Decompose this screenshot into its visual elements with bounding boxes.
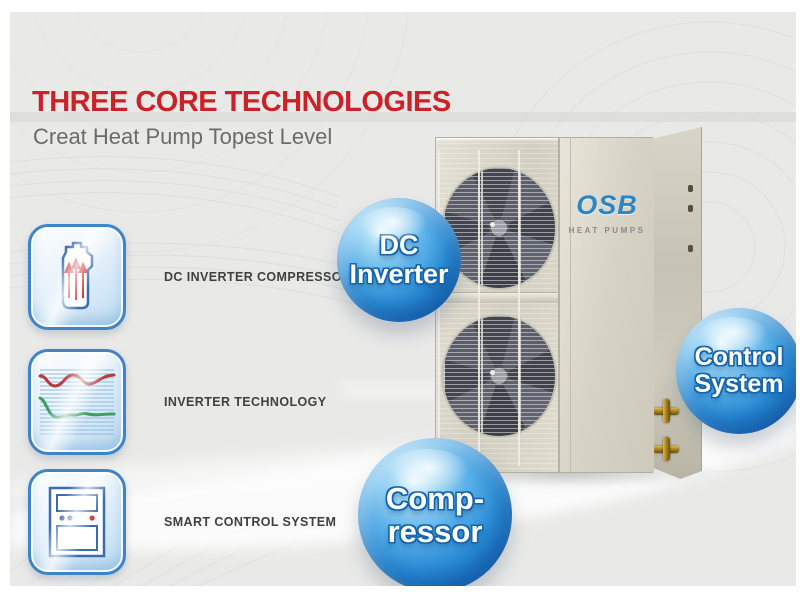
tech-row-smart-control-system: SMART CONTROL SYSTEM xyxy=(28,469,336,575)
bubble-text: DC xyxy=(379,229,419,260)
screw-dot xyxy=(688,185,693,192)
compressor-tile xyxy=(28,224,126,330)
background-panel: THREE CORE TECHNOLOGIES Creat Heat Pump … xyxy=(10,12,796,586)
bubble-text: Inverter xyxy=(349,259,449,289)
page-title: THREE CORE TECHNOLOGIES xyxy=(32,86,451,118)
brass-valve xyxy=(653,399,679,423)
waveform-tile xyxy=(28,349,126,455)
tech-label-smart-control-system: SMART CONTROL SYSTEM xyxy=(164,515,337,529)
tech-label-inverter-technology: INVERTER TECHNOLOGY xyxy=(164,395,327,409)
screw-dot xyxy=(688,245,693,252)
bubble-compressor: Comp- ressor xyxy=(358,438,512,586)
logo-panel: OSB HEAT PUMPS xyxy=(558,138,654,472)
control-panel-tile xyxy=(28,469,126,575)
screw-dot xyxy=(688,205,693,212)
brand-tagline: HEAT PUMPS xyxy=(568,226,646,235)
tech-row-dc-inverter-compressor: DC INVERTER COMPRESSOR xyxy=(28,224,351,330)
cabinet-front-panel: OSB HEAT PUMPS xyxy=(435,137,654,473)
tech-label-dc-inverter-compressor: DC INVERTER COMPRESSOR xyxy=(164,270,352,284)
cabinet-side-panel xyxy=(651,127,702,479)
brass-valve xyxy=(653,437,679,461)
bubble-text: ressor xyxy=(387,514,483,549)
bubble-text: Comp- xyxy=(385,480,485,516)
fan-hub xyxy=(490,370,495,375)
heat-pump-photo: OSB HEAT PUMPS xyxy=(415,127,720,487)
brand-logo: OSB xyxy=(576,190,638,220)
bubble-text: Control xyxy=(694,343,784,371)
bubble-dc-inverter: DC Inverter xyxy=(337,198,461,322)
bubble-text: System xyxy=(694,370,784,398)
tech-row-inverter-technology: INVERTER TECHNOLOGY xyxy=(28,349,326,455)
page-subtitle: Creat Heat Pump Topest Level xyxy=(33,124,333,149)
compressor-icon xyxy=(61,241,94,310)
bubble-control-system: Control System xyxy=(676,308,796,434)
waveform-icon xyxy=(38,369,116,435)
fan-grille-struts xyxy=(438,150,558,466)
fan-hub xyxy=(490,222,495,227)
control-panel-icon xyxy=(48,486,106,558)
